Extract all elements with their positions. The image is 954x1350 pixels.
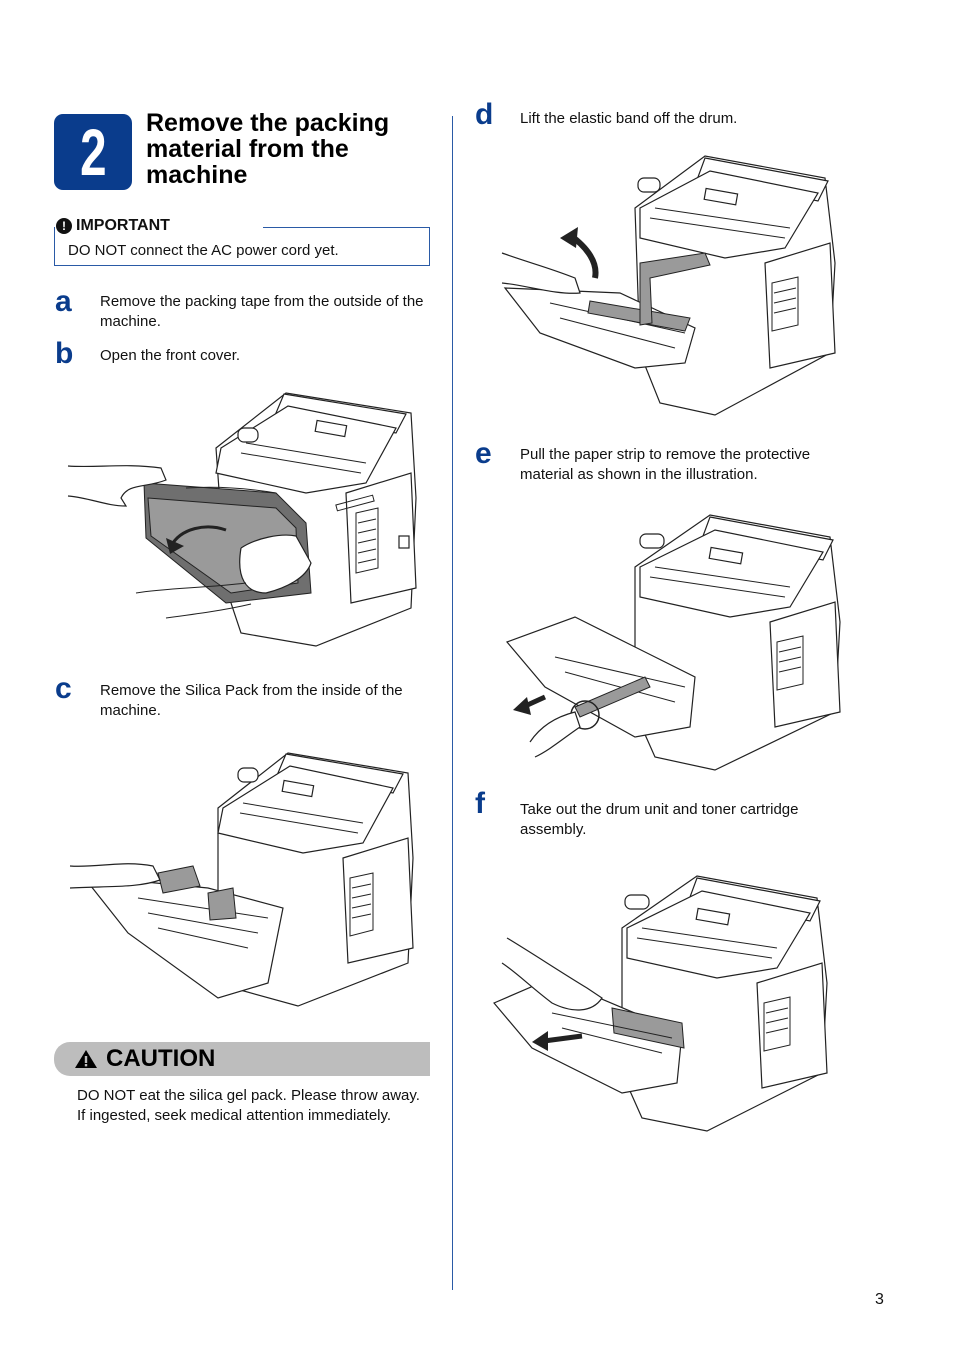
step-c-letter: c (55, 672, 72, 705)
important-heading: ! IMPORTANT (56, 217, 170, 235)
important-box (54, 227, 430, 266)
warning-triangle-icon (75, 1050, 97, 1068)
illustration-open-front-cover (67, 392, 417, 647)
important-text: DO NOT connect the AC power cord yet. (68, 242, 339, 259)
step-b-text: Open the front cover. (100, 347, 241, 364)
caution-bar: CAUTION (54, 1042, 430, 1076)
section-number: 2 (79, 115, 107, 189)
page-number: 3 (875, 1291, 884, 1308)
caution-label: CAUTION (106, 1045, 216, 1072)
step-f-text: Take out the drum unit and toner cartrid… (520, 801, 799, 838)
step-c-text: Remove the Silica Pack from the inside o… (100, 682, 403, 719)
section-title: Remove the packing material from the mac… (146, 109, 390, 189)
illustration-pull-paper-strip (505, 514, 841, 771)
step-a-letter: a (55, 285, 72, 318)
section-number-badge: 2 (54, 114, 132, 190)
important-label: IMPORTANT (76, 217, 170, 234)
column-divider (452, 116, 453, 1290)
step-e-text: Pull the paper strip to remove the prote… (520, 446, 811, 483)
step-d-letter: d (475, 98, 494, 131)
illustration-lift-elastic-band (501, 155, 836, 416)
step-a-text: Remove the packing tape from the outside… (100, 293, 424, 330)
step-d-text: Lift the elastic band off the drum. (520, 110, 738, 127)
illustration-remove-drum-unit (493, 875, 828, 1132)
important-top-rule (263, 227, 430, 228)
step-b-letter: b (55, 337, 74, 370)
step-f-letter: f (475, 787, 485, 820)
exclamation-icon: ! (56, 218, 72, 234)
illustration-remove-silica-pack (69, 752, 414, 1007)
caution-text: DO NOT eat the silica gel pack. Please t… (77, 1087, 420, 1124)
step-e-letter: e (475, 437, 492, 470)
